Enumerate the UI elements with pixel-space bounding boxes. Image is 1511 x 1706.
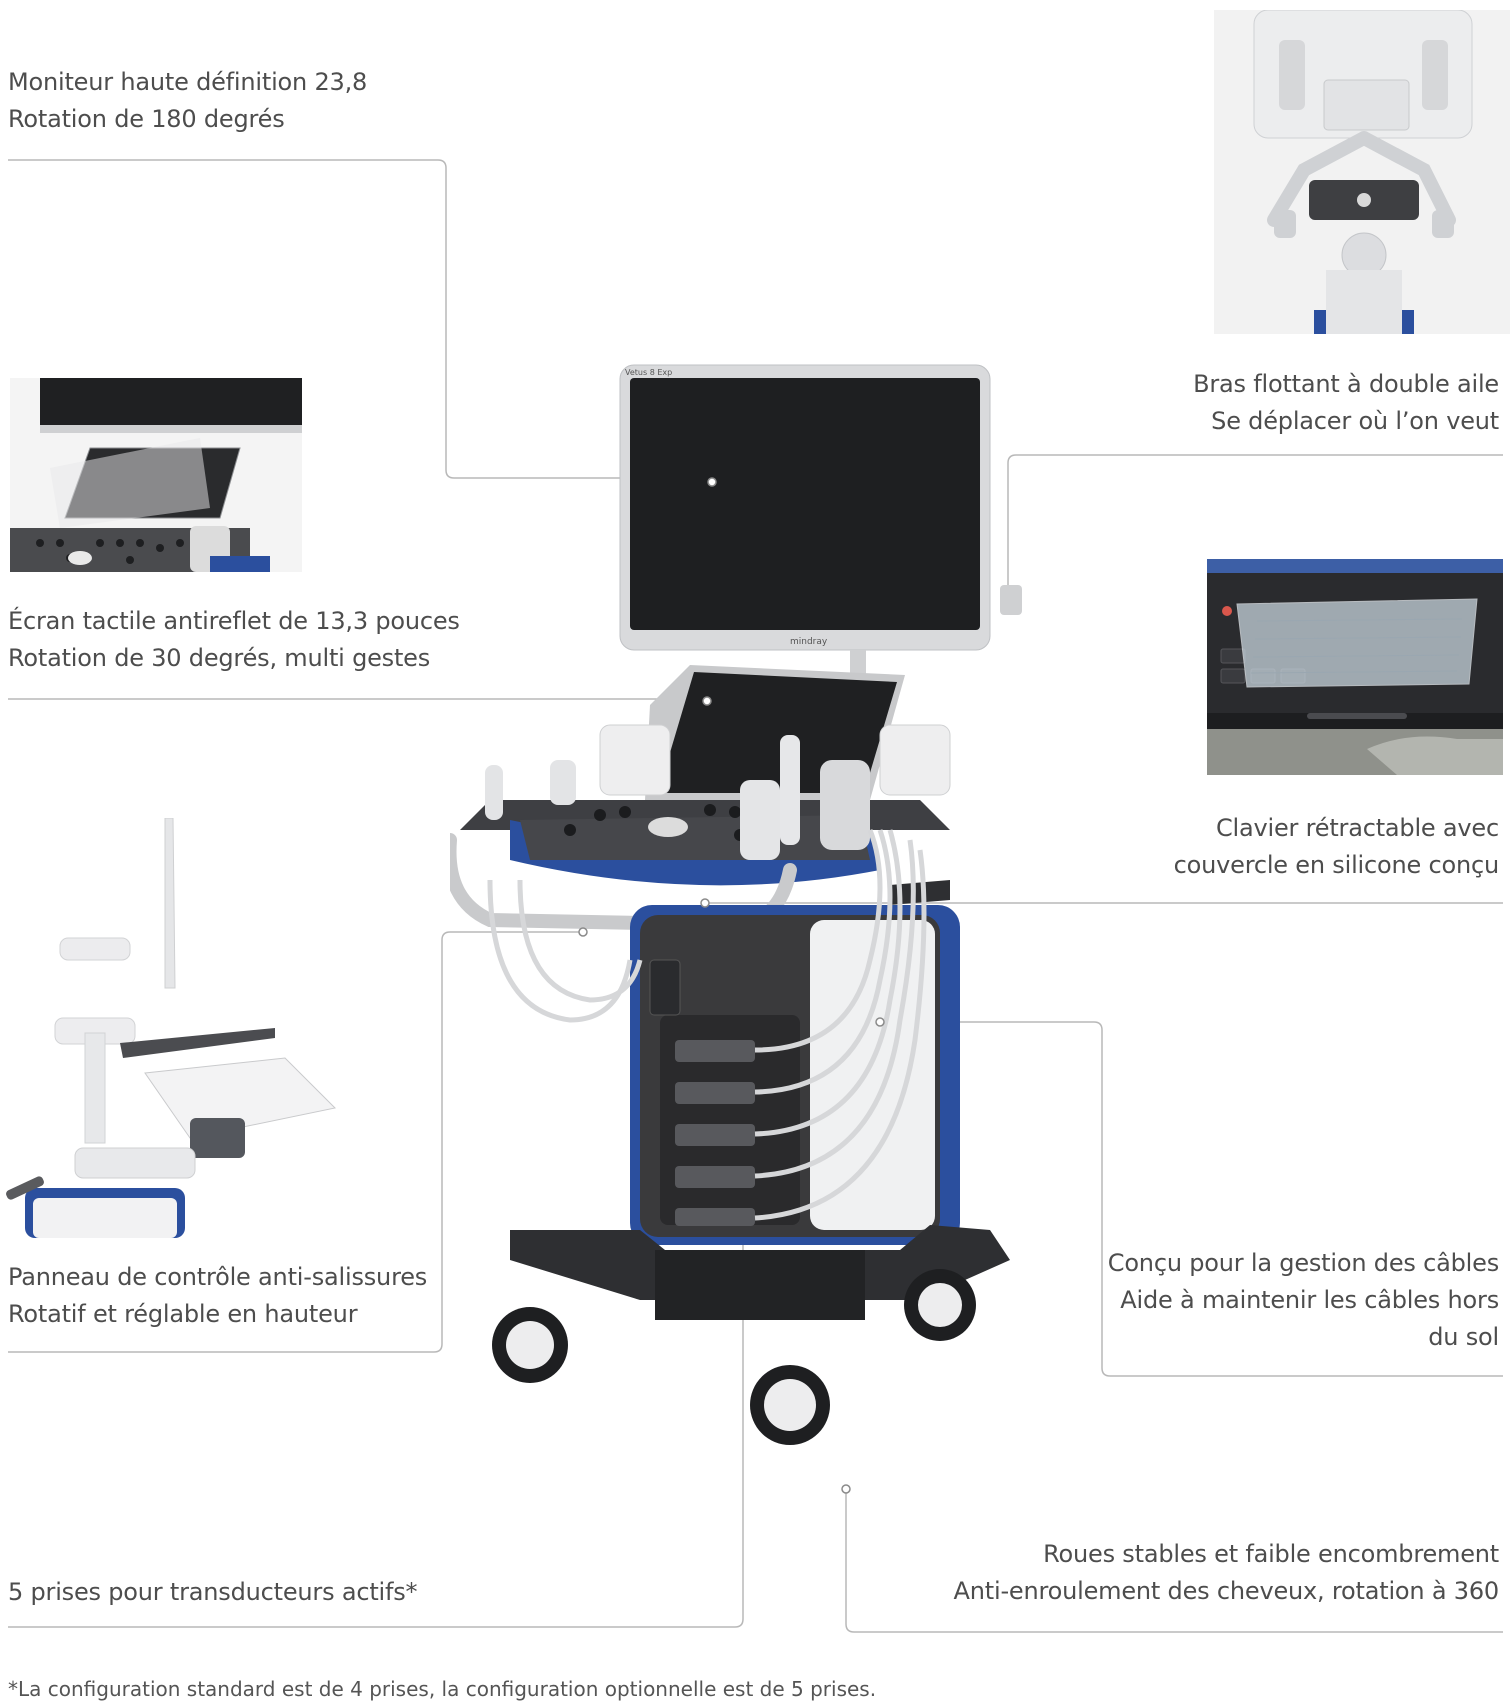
monitor-line-2: Rotation de 180 degrés (8, 105, 285, 133)
monitor-callout: Moniteur haute définition 23,8 Rotation … (8, 64, 367, 138)
floating-arm-line-1: Bras flottant à double aile (1193, 370, 1499, 398)
cable-line-1: Conçu pour la gestion des câbles (1107, 1249, 1499, 1277)
control-panel-line-1: Panneau de contrôle anti-salissures (8, 1263, 428, 1291)
monitor-brand-label: mindray (790, 637, 828, 647)
dot-keyboard (700, 898, 710, 908)
callout-line-control-panel (8, 931, 583, 1353)
touchscreen-photo (10, 378, 302, 572)
floating-arm-photo (1214, 10, 1510, 334)
touchscreen-callout: Écran tactile antireflet de 13,3 pouces … (8, 603, 460, 677)
callout-line-wheels (845, 1489, 1503, 1633)
cable-line-2: Aide à maintenir les câbles hors (1120, 1286, 1499, 1314)
dot-monitor (707, 477, 717, 487)
keyboard-line-2: couvercle en silicone conçu (1173, 851, 1500, 879)
floating-arm-callout: Bras flottant à double aile Se déplacer … (1193, 366, 1499, 440)
footnote: *La configuration standard est de 4 pris… (8, 1677, 877, 1701)
keyboard-line-1: Clavier rétractable avec (1215, 814, 1499, 842)
dot-wheels (841, 1484, 851, 1494)
touchscreen-line-2: Rotation de 30 degrés, multi gestes (8, 644, 431, 672)
keyboard-callout: Clavier rétractable avec couvercle en si… (1173, 810, 1500, 884)
control-panel-photo (5, 818, 345, 1238)
control-panel-callout: Panneau de contrôle anti-salissures Rota… (8, 1259, 427, 1333)
callout-line-monitor (8, 159, 712, 479)
model-label: Vetus 8 Exp (625, 368, 672, 377)
monitor-line-1: Moniteur haute définition 23,8 (8, 68, 368, 96)
touchscreen-line-1: Écran tactile antireflet de 13,3 pouces (8, 607, 460, 635)
probe-ports-line-1: 5 prises pour transducteurs actifs* (8, 1578, 418, 1606)
dot-cable (875, 1017, 885, 1027)
control-panel-line-2: Rotatif et réglable en hauteur (8, 1300, 358, 1328)
callout-line-floating-arm (1007, 454, 1503, 598)
dot-touchscreen (702, 696, 712, 706)
cable-line-3: du sol (1428, 1323, 1499, 1351)
keyboard-photo (1207, 559, 1503, 775)
dot-control-panel (578, 927, 588, 937)
floating-arm-line-2: Se déplacer où l’on veut (1211, 407, 1499, 435)
probe-ports-callout: 5 prises pour transducteurs actifs* (8, 1574, 418, 1611)
cable-management-callout: Conçu pour la gestion des câbles Aide à … (1108, 1245, 1499, 1356)
wheels-line-2: Anti-enroulement des cheveux, rotation à… (953, 1577, 1500, 1605)
callout-line-cable (880, 1021, 1503, 1377)
callout-line-probe-ports (8, 1198, 744, 1628)
wheels-callout: Roues stables et faible encombrement Ant… (953, 1536, 1500, 1610)
wheels-line-1: Roues stables et faible encombrement (1043, 1540, 1499, 1568)
